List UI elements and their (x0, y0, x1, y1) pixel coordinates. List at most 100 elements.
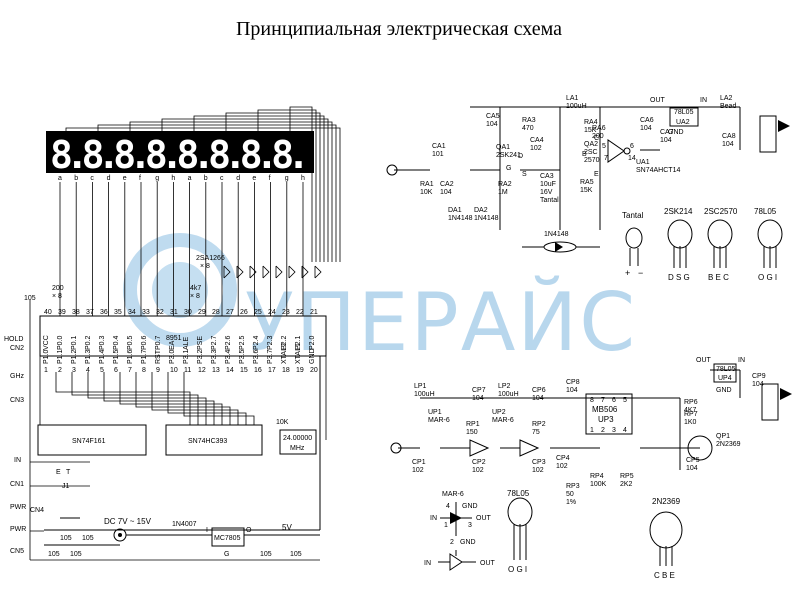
component-label: 2K2 (620, 481, 633, 488)
svg-text:78L05: 78L05 (507, 489, 530, 498)
connector-label: IN (14, 457, 21, 464)
component-label: 1N4148 (448, 215, 473, 222)
mcu-pin-number: 13 (212, 367, 220, 374)
mcu-pin-name: P1.4 (99, 349, 106, 364)
mcu-pin-number: 6 (114, 367, 118, 374)
mcu-pin-number: 8 (142, 367, 146, 374)
svg-text:3: 3 (468, 522, 472, 529)
mcu-pin-number: 21 (310, 309, 318, 316)
jumper-j1: E T J1 (56, 469, 71, 490)
legend-part-pins: B E C (708, 273, 729, 282)
connector-label: CN5 (10, 548, 24, 555)
component-label: 104 (472, 395, 484, 402)
svg-text:E: E (56, 469, 61, 476)
component-label: 104 (532, 395, 544, 402)
component-label: 1M (498, 189, 508, 196)
res-10k-label: 10K (276, 419, 289, 426)
component-label: UP1 (428, 409, 442, 416)
bjt-pin: B (582, 151, 587, 158)
mcu-pin-number: 10 (170, 367, 178, 374)
cap-105-top: 105 (24, 295, 36, 302)
segment-letter: a (58, 175, 62, 182)
component-label: 102 (530, 145, 542, 152)
connector-label: CN1 (10, 481, 24, 488)
legend-tantal-cap: Tantal + − (622, 211, 644, 278)
component-label: 101 (432, 151, 444, 158)
cap-label: 105 (82, 535, 94, 542)
connector-label: PWR (10, 504, 26, 511)
svg-text:MAR-6: MAR-6 (442, 491, 464, 498)
segment-letter: d (236, 175, 240, 182)
component-label: QA1 (496, 144, 510, 151)
mb506-pin: 5 (623, 397, 627, 404)
component-label: QA2 (584, 141, 598, 148)
regulator-pin: GND (668, 129, 684, 136)
svg-text:× 8: × 8 (200, 263, 210, 270)
display-digit-number: 4 (296, 131, 300, 138)
regulator-label: 78L05 (674, 109, 694, 116)
mcu-pin-number: 40 (44, 309, 52, 316)
svg-text:Tantal: Tantal (622, 211, 644, 220)
crystal-oscillator: 24.00000 MHz (279, 429, 317, 455)
svg-text:−: − (638, 268, 643, 278)
component-label: CP4 (556, 455, 570, 462)
regulator-pin: GND (716, 387, 732, 394)
mcu-pin-name: P3.0 (169, 349, 176, 364)
mcu-pin-name: XTAL1 (295, 343, 302, 364)
component-label: RP7 (684, 411, 698, 418)
mcu-pin-number: 14 (226, 367, 234, 374)
chip-sn74hc393: SN74HC393 (165, 424, 263, 456)
component-label: LA1 (566, 95, 579, 102)
jfet-pin: G (506, 165, 511, 172)
component-label: 200 (592, 133, 604, 140)
component-label: CP2 (472, 459, 486, 466)
component-label: 470 (522, 125, 534, 132)
mcu-pin-number: 34 (128, 309, 136, 316)
component-label: 100uH (498, 391, 519, 398)
svg-text:× 8: × 8 (52, 293, 62, 300)
mcu-label: 8951 (166, 335, 182, 342)
segment-letter: c (90, 175, 94, 182)
component-label: CP3 (532, 459, 546, 466)
mcu-pin-name: ALE (183, 336, 190, 350)
mcu-pin-name: P0.2 (85, 335, 92, 350)
mb506-label: MB506 (592, 405, 618, 414)
mcu-pin-name: P2.7 (211, 335, 218, 350)
chip-sn74f161: SN74F161 (37, 424, 147, 456)
component-label: RP6 (684, 399, 698, 406)
component-label: 104 (686, 465, 698, 472)
component-label: 10uF (540, 181, 556, 188)
svg-text:2N2369: 2N2369 (652, 497, 681, 506)
component-label: 4K7 (684, 407, 697, 414)
svg-text:GND: GND (462, 503, 478, 510)
component-label: 2SK241 (496, 152, 521, 159)
svg-text:2: 2 (450, 539, 454, 546)
mb506-pin: 1 (590, 427, 594, 434)
regulator-pin: IN (700, 97, 707, 104)
mb506-pin: 7 (601, 397, 605, 404)
bjt-pin: C (594, 135, 599, 142)
inverter-pin: 7 (604, 155, 608, 162)
mcu-pin-name: P1.6 (127, 349, 134, 364)
component-label: 1K0 (684, 419, 697, 426)
mcu-pin-name: P1.3 (85, 349, 92, 364)
mcu-pin-name: P0.4 (113, 335, 120, 350)
mcu-pin-name: P1.5 (113, 349, 120, 364)
mcu-pin-number: 36 (100, 309, 108, 316)
legend-part-name: 2SK214 (664, 207, 693, 216)
page-title: Принципиальная электрическая схема (235, 18, 562, 40)
mcu-pin-number: 17 (268, 367, 276, 374)
display-digit-number: 3 (264, 131, 268, 138)
mcu-pin-name: P2.0 (309, 335, 316, 350)
mcu-pin-name: P2.1 (295, 335, 302, 350)
mcu-pin-number: 27 (226, 309, 234, 316)
mcu-pin-name: P2.2 (281, 335, 288, 350)
svg-text:1: 1 (444, 522, 448, 529)
mcu-pin-name: P0.1 (71, 335, 78, 350)
diode-1n4007-label: 1N4007 (172, 521, 197, 528)
component-label: RP1 (466, 421, 480, 428)
component-label: CA6 (640, 117, 654, 124)
cap-label: 105 (260, 551, 272, 558)
mcu-pin-number: 24 (268, 309, 276, 316)
